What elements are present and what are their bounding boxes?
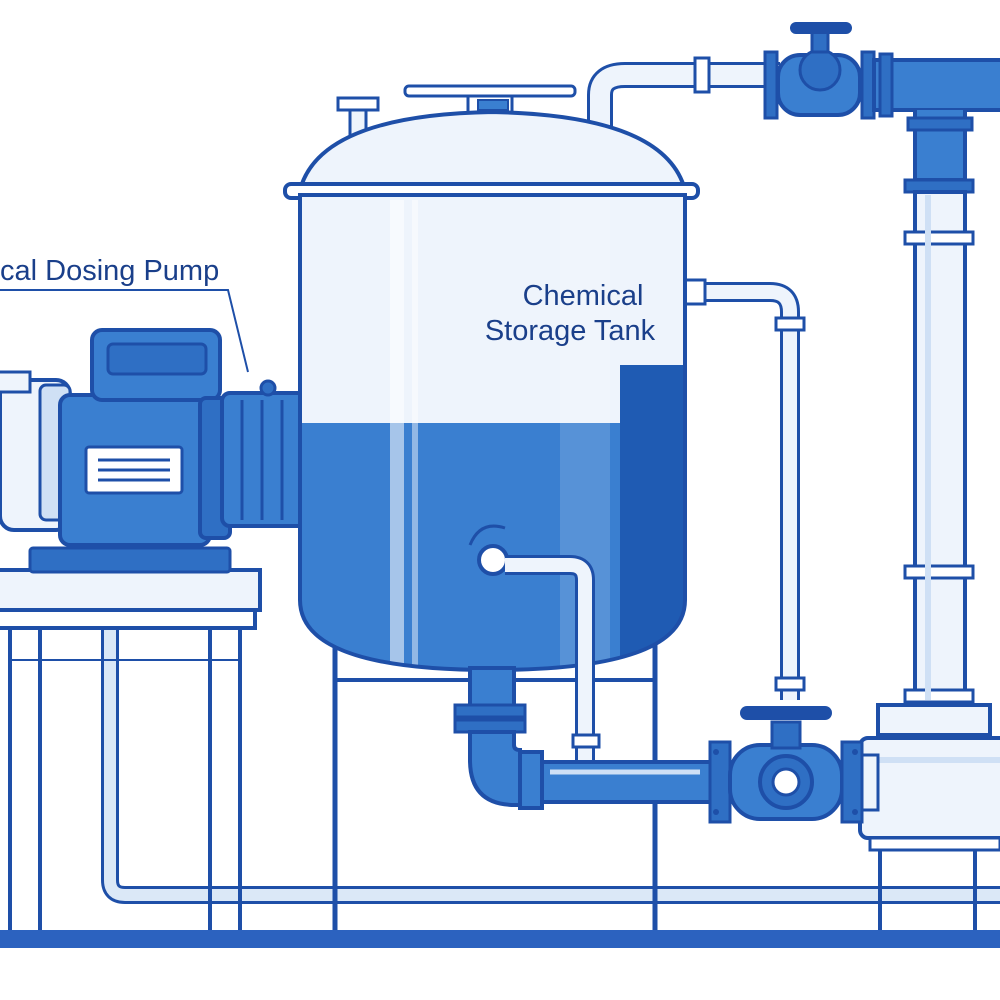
side-port-pipe — [505, 555, 601, 760]
tank-label-line1: Chemical — [523, 280, 644, 312]
pump-leader-line — [0, 289, 249, 373]
ground-below — [0, 948, 1000, 1000]
bottom-valve-handle[interactable] — [740, 706, 832, 720]
tank-side-port — [477, 544, 509, 576]
bottom-valve[interactable] — [708, 706, 880, 824]
pump-base — [28, 546, 232, 574]
chemical-storage-tank[interactable] — [283, 84, 700, 675]
tank-label-line2: Storage Tank — [485, 315, 656, 347]
tank-label-group: Chemical Storage Tank — [485, 280, 656, 347]
tank-overflow-pipe — [683, 278, 806, 700]
top-inlet-pipe — [587, 56, 780, 130]
ground-base — [0, 930, 1000, 948]
tank-dome — [297, 109, 688, 192]
outlet-elbow — [468, 730, 522, 807]
top-valve[interactable] — [763, 22, 876, 120]
top-valve-handle[interactable] — [790, 22, 852, 34]
pump-label-group: cal Dosing Pump — [0, 255, 249, 373]
tank-hatch — [403, 84, 577, 98]
outlet-pipe — [540, 760, 714, 804]
filter-housing — [858, 703, 1000, 930]
right-blue-pipe — [872, 52, 1000, 194]
chemical-dosing-pump[interactable] — [0, 328, 382, 574]
right-vertical-pipe — [903, 190, 975, 704]
pump-label: cal Dosing Pump — [0, 255, 219, 287]
pump-platform — [0, 568, 262, 930]
